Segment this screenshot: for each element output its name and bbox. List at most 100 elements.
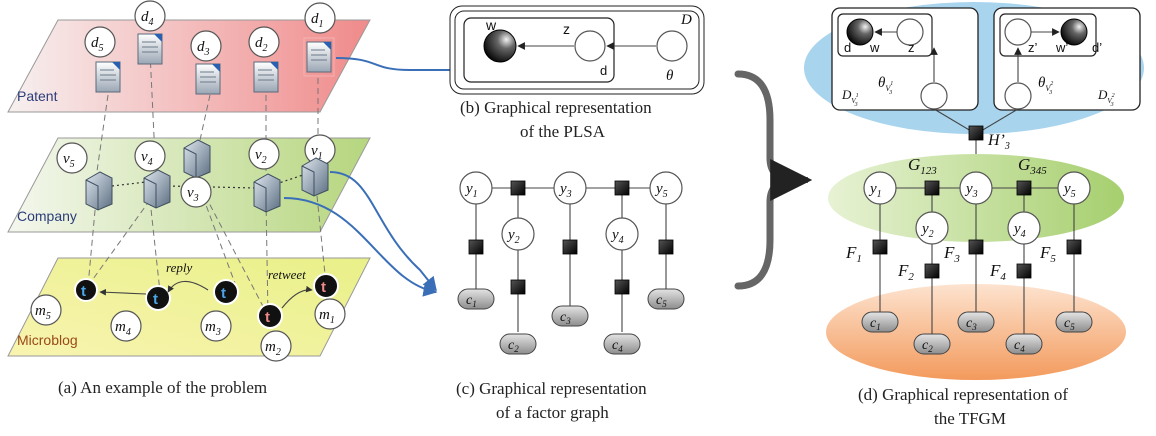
twitter-icon [213,279,239,305]
tfgm-c5: c5 [1055,311,1093,333]
svg-text:w: w [869,40,880,55]
twitter-icon [74,278,98,302]
tfgm-F2-factor [924,263,940,279]
document-icon [195,63,221,95]
tfgm-H-factor [968,125,984,141]
tfgm-y3: y3 [959,171,993,205]
curly-brace [734,70,795,290]
tfgm-c4: c4 [1005,333,1043,355]
plsa-theta-label: θ [666,68,674,84]
fg-factor [510,180,526,196]
caption-c-line2: of a factor graph [496,403,609,422]
tfgm-H-label: H’3 [987,132,1010,152]
caption-d-line1: (d) Graphical representation of [858,385,1068,404]
svg-text:y3: y3 [558,181,572,200]
document-icon [253,61,279,93]
svg-text:v2: v2 [255,147,267,166]
svg-text:t: t [81,283,86,300]
company-layer-label: Company [17,208,77,224]
svg-text:m5: m5 [35,303,51,322]
company-v1: v1 [301,134,336,197]
svg-text:m3: m3 [205,319,221,338]
fg-c3: c3 [551,305,589,327]
svg-text:c5: c5 [1064,316,1075,332]
svg-text:w’: w’ [1055,40,1068,55]
post-m3: t m3 [200,279,239,342]
svg-text:c5: c5 [656,293,667,309]
svg-text:y4: y4 [1012,221,1026,240]
panel-a: Patent Company Microblog d5 [7,0,371,397]
twitter-icon [313,273,339,299]
plsa-D-label: D [680,12,692,28]
tfgm-F5-label: F5 [1039,243,1056,265]
fg-c1: c1 [457,288,495,310]
panel-c: y1 y2 y3 y4 y5 c1 c2 c3 c4 c5 (c) Graphi… [456,171,685,422]
patent-d3: d3 [190,30,222,95]
svg-text:d: d [844,40,851,55]
svg-text:z: z [908,40,915,55]
svg-text:y2: y2 [506,227,520,246]
svg-text:v3: v3 [187,185,199,204]
svg-text:y4: y4 [610,227,624,246]
fg-factor [658,239,674,255]
fg-y5: y5 [649,171,683,205]
svg-text:d1: d1 [311,11,324,30]
tfgm-theta2-node [1004,82,1032,110]
tfgm-y1: y1 [863,171,897,205]
tfgm-y2: y2 [915,211,949,245]
tfgm-c2: c2 [913,333,951,355]
caption-a: (a) An example of the problem [58,378,267,397]
svg-text:y5: y5 [654,181,668,200]
fg-factor [562,239,578,255]
caption-d-line2: the TFGM [934,409,1006,428]
tfgm-G345-label: G345 [1018,155,1047,177]
patent-d2: d2 [248,26,280,93]
svg-text:t: t [221,285,226,302]
svg-text:d’: d’ [1092,40,1102,55]
svg-text:z’: z’ [1028,40,1038,55]
svg-text:c1: c1 [870,316,881,332]
company-v2: v2 [248,138,281,213]
caption-b-line2: of the PLSA [520,122,606,141]
fg-c2: c2 [499,333,537,355]
svg-text:t: t [321,279,326,296]
tfgm-F4-label: F4 [989,261,1006,283]
tfgm-F4-factor [1016,263,1032,279]
building-icon [85,171,113,211]
plsa-theta-node [656,30,688,62]
plsa-d-label: d [600,63,607,78]
svg-text:d4: d4 [141,9,154,28]
company-to-factor-arrow [283,197,438,297]
tfgm-F3-label: F3 [943,243,960,265]
company-v4: v4 [134,140,171,209]
tfgm-theta1-node [920,82,948,110]
svg-text:v1: v1 [311,143,323,162]
fg-factor [468,239,484,255]
svg-text:v5: v5 [63,151,75,170]
patent-d5: d5 [84,26,121,93]
reply-arrow [167,280,209,293]
building-icon [253,173,281,213]
svg-text:c3: c3 [966,316,977,332]
svg-text:y2: y2 [920,221,934,240]
patent-layer-label: Patent [17,88,58,104]
post-m2: t m2 [257,303,292,362]
fg-y4: y4 [605,217,639,251]
svg-text:c3: c3 [560,310,571,326]
tfgm-y4: y4 [1007,211,1041,245]
tfgm-w-node [846,18,874,46]
tfgm-y5: y5 [1057,171,1091,205]
building-icon [301,157,329,197]
svg-text:t: t [265,309,270,326]
company-v3: v3 [180,139,212,208]
fg-y2: y2 [501,217,535,251]
fg-factor [614,279,630,295]
document-icon [306,41,332,73]
post-m4: t m4 [110,285,171,342]
retweet-arrow [281,285,313,309]
